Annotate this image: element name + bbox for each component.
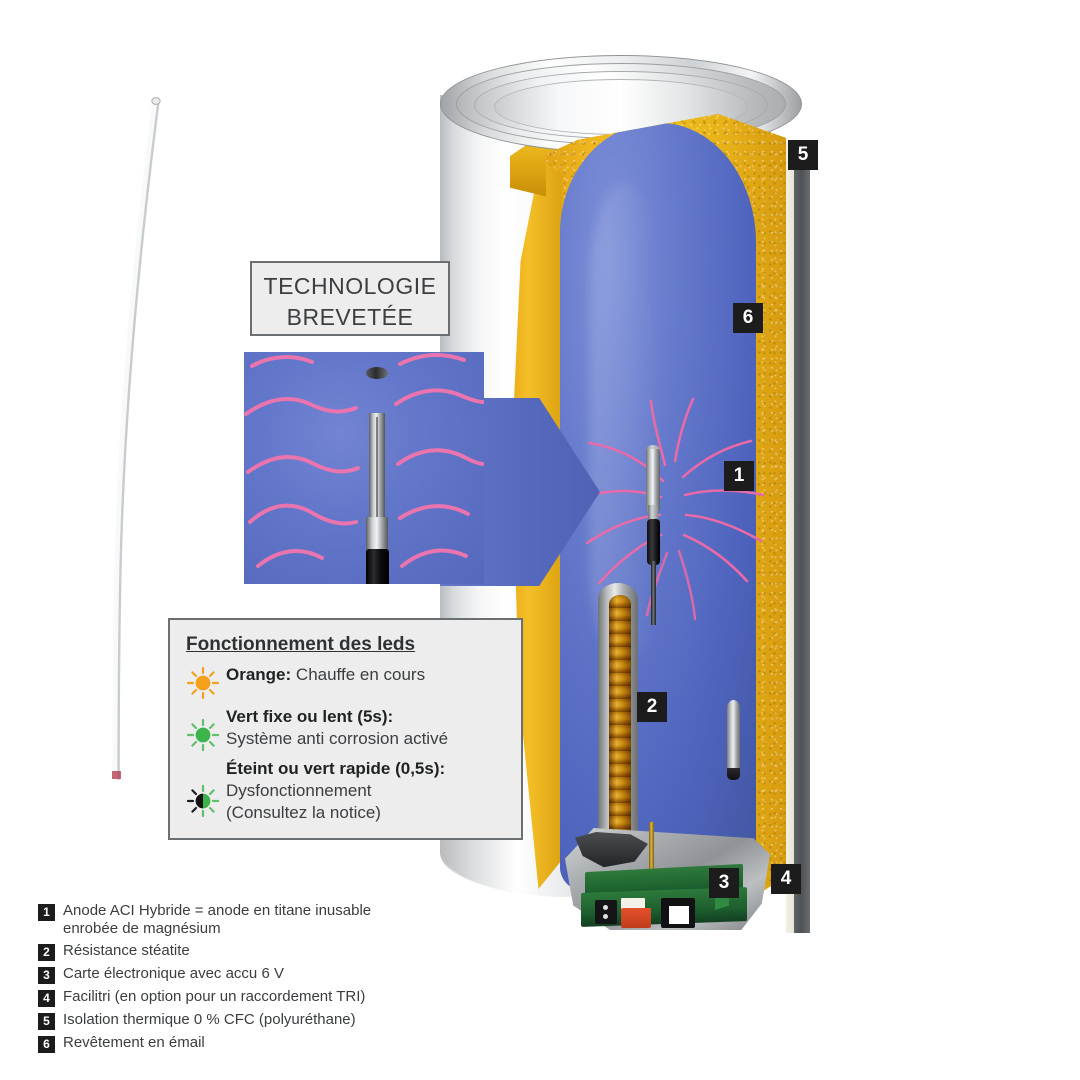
heater-brass-coil [609,595,631,841]
led-fault-detail: Dysfonctionnement [226,781,372,800]
led-fault-detail2: (Consultez la notice) [226,803,381,822]
inset-anode-sleeve [366,372,388,416]
anode-titanium-sleeve [646,449,660,511]
marker-5[interactable]: 5 [788,140,818,170]
led-legend-title: Fonctionnement des leds [186,634,416,655]
marker-3[interactable]: 3 [709,868,739,898]
patented-technology-label: TECHNOLOGIE BREVETÉE [250,261,450,336]
pcb-black-connector [595,900,617,924]
inset-anode-detail [360,367,394,584]
legend-num-5: 5 [38,1013,55,1030]
led-orange-rest: Chauffe en cours [291,665,426,684]
legend-num-3: 3 [38,967,55,984]
thermostat-probe [726,700,742,782]
legend-text-3: Carte électronique avec accu 6 V [63,965,284,982]
led-legend-text-orange: Orange: Chauffe en cours [226,664,425,686]
anode-rod [651,561,656,625]
shell-inner-liner-front [786,143,794,907]
legend-text-5: Isolation thermique 0 % CFC (polyuréthan… [63,1011,356,1028]
legend-item-3: 3 Carte électronique avec accu 6 V [38,965,658,984]
marker-2[interactable]: 2 [637,692,667,722]
inset-anode-taper [366,517,388,553]
dip-tube [110,95,170,785]
patented-technology-line1: TECHNOLOGIE [263,273,437,299]
legend-num-4: 4 [38,990,55,1007]
led-legend-panel: Fonctionnement des leds [168,618,523,840]
led-legend-text-green: Vert fixe ou lent (5s): Système anti cor… [226,706,448,750]
legend-text-1: Anode ACI Hybride = anode en titane inus… [63,902,371,938]
parts-legend: 1 Anode ACI Hybride = anode en titane in… [38,902,658,1057]
legend-item-1: 1 Anode ACI Hybride = anode en titane in… [38,902,658,938]
led-legend-row-green: Vert fixe ou lent (5s): Système anti cor… [186,706,505,752]
legend-text-2: Résistance stéatite [63,942,190,959]
pcb-white-component [621,898,645,910]
legend-num-1: 1 [38,904,55,921]
patented-technology-line2: BREVETÉE [286,304,414,330]
inset-anode-seam [376,417,378,519]
legend-item-5: 5 Isolation thermique 0 % CFC (polyuréth… [38,1011,658,1030]
probe-body [727,700,740,772]
inset-anode-cap [366,367,388,379]
legend-item-6: 6 Revêtement en émail [38,1034,658,1053]
probe-tip [727,768,740,780]
inset-anode-magnesium [366,549,389,584]
marker-1[interactable]: 1 [724,461,754,491]
sun-orange-icon [186,666,220,700]
marker-6[interactable]: 6 [733,303,763,333]
sun-half-green-icon [186,784,220,818]
led-legend-text-fault: Éteint ou vert rapide (0,5s): Dysfonctio… [226,758,445,824]
aci-hybrid-anode [640,445,666,625]
legend-item-2: 2 Résistance stéatite [38,942,658,961]
legend-text-6: Revêtement en émail [63,1034,205,1051]
legend-num-6: 6 [38,1036,55,1053]
led-legend-row-fault: Éteint ou vert rapide (0,5s): Dysfonctio… [186,758,505,824]
led-fault-lead: Éteint ou vert rapide (0,5s): [226,759,446,778]
led-legend-row-orange: Orange: Chauffe en cours [186,664,505,700]
legend-text-1-line1: Anode ACI Hybride = anode en titane inus… [63,902,372,919]
sun-green-icon [186,718,220,752]
outer-shell-edge-front [794,143,810,907]
legend-num-2: 2 [38,944,55,961]
legend-item-4: 4 Facilitri (en option pour un raccordem… [38,988,658,1007]
pcb-red-component [621,908,651,928]
legend-text-4: Facilitri (en option pour un raccordemen… [63,988,366,1005]
anode-shoulder [648,505,658,523]
legend-text-1-line2: enrobée de magnésium [63,920,221,937]
module-brass-stem [649,822,654,880]
anode-zoom-inset [244,352,484,584]
led-orange-lead: Orange: [226,665,292,684]
led-green-lead: Vert fixe ou lent (5s): [226,707,394,726]
pcb-white-label [669,906,689,924]
anode-magnesium-body [647,519,660,565]
led-green-detail: Système anti corrosion activé [226,729,449,748]
marker-4[interactable]: 4 [771,864,801,894]
